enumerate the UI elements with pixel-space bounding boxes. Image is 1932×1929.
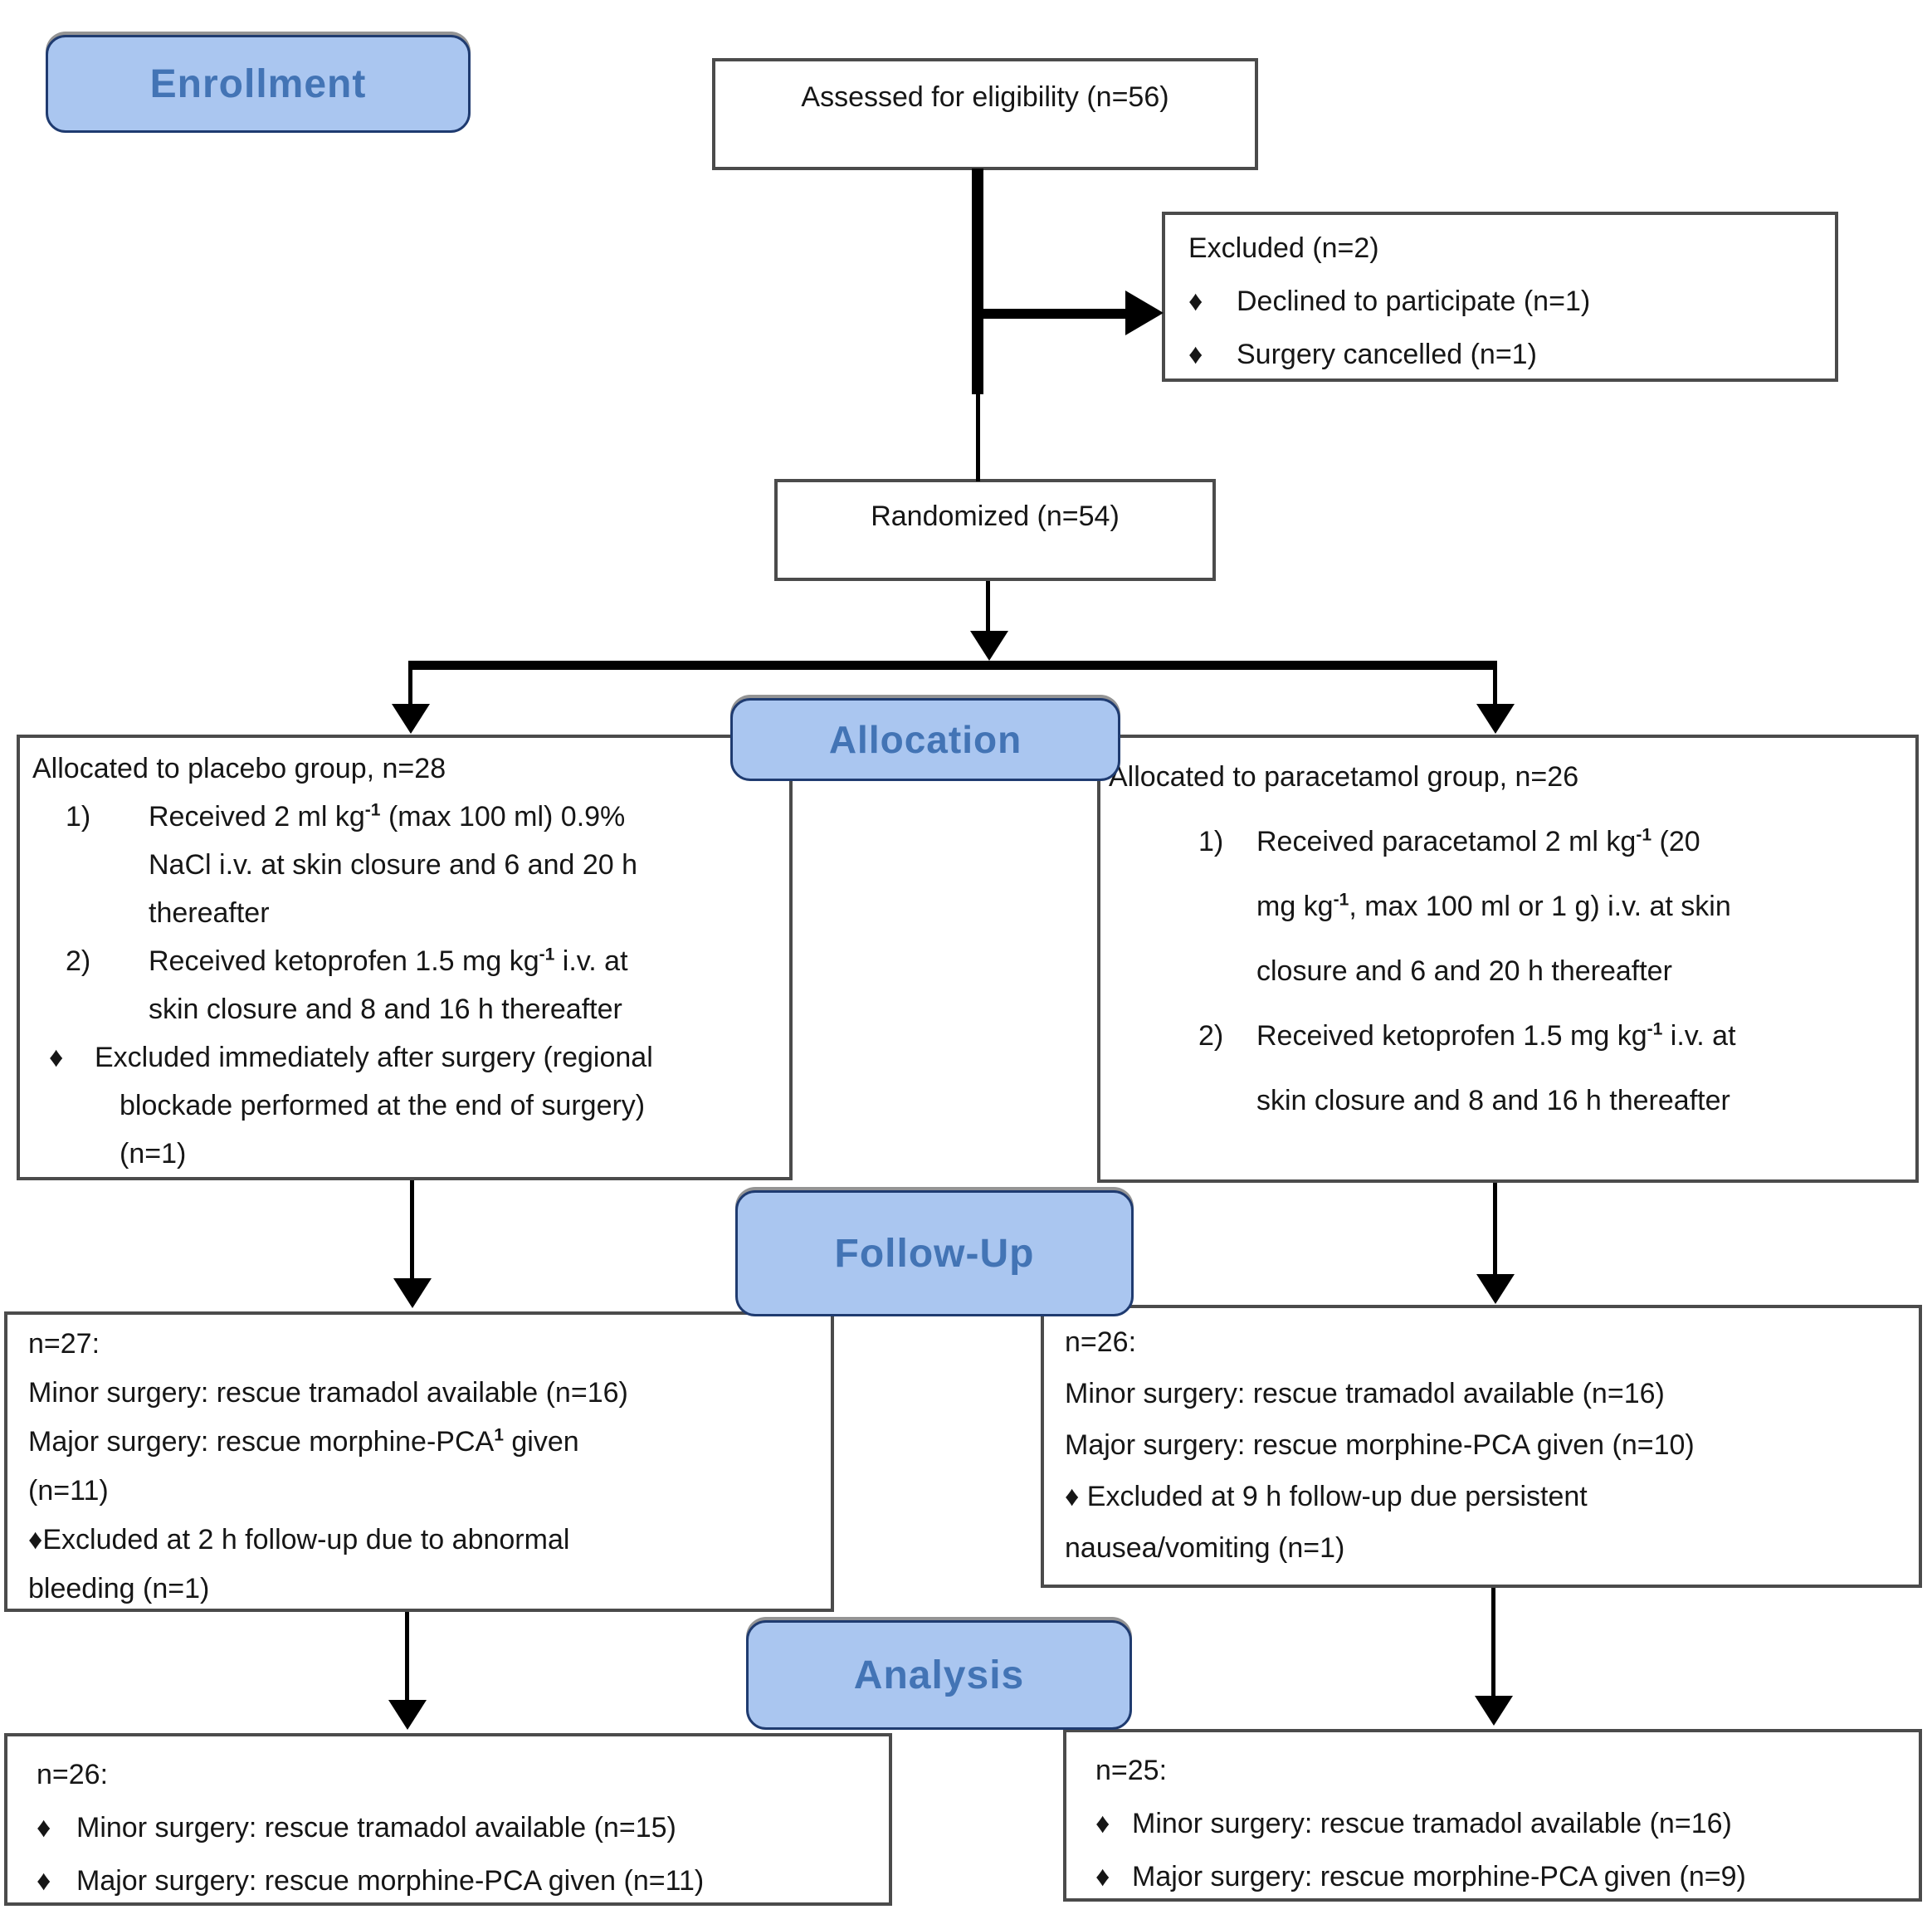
text-line: ♦Excluded at 2 h follow-up due to abnorm… xyxy=(28,1524,570,1555)
arrowhead-randomized-icon xyxy=(970,631,1008,661)
box-analysis-placebo: n=26: ♦Minor surgery: rescue tramadol ava… xyxy=(4,1733,892,1906)
stage-label-text: Analysis xyxy=(853,1653,1025,1697)
text-line: Major surgery: rescue morphine-PCA given… xyxy=(1065,1429,1695,1461)
box-excluded: Excluded (n=2) ♦Declined to participate (… xyxy=(1162,212,1838,382)
text-line: Excluded (n=2) xyxy=(1188,232,1379,264)
text-line: blockade performed at the end of surgery… xyxy=(120,1090,646,1121)
text-line: skin closure and 8 and 16 h thereafter xyxy=(149,994,622,1025)
arrowhead-analysis-left-icon xyxy=(388,1700,427,1730)
arrowhead-analysis-right-icon xyxy=(1475,1696,1513,1726)
line-randomized-down xyxy=(986,581,990,634)
text-line: n=26: xyxy=(1065,1326,1137,1358)
list-marker: ♦ xyxy=(37,1865,51,1897)
text-line: 2)Received ketoprofen 1.5 mg kg-1 i.v. a… xyxy=(1100,1004,1915,1068)
line-alloc-left-to-followup xyxy=(410,1180,414,1282)
text-line: nausea/vomiting (n=1) xyxy=(1065,1532,1345,1564)
box-assessed-eligibility: Assessed for eligibility (n=56) xyxy=(712,58,1258,170)
text-line: thereafter xyxy=(149,897,270,929)
line-randomization-split xyxy=(408,661,1497,670)
text-line: n=25: xyxy=(1095,1755,1168,1786)
randomized-text: Randomized (n=54) xyxy=(871,501,1120,532)
line-followup-right-to-analysis xyxy=(1491,1588,1495,1699)
text-line: n=27: xyxy=(28,1328,100,1360)
box-randomized: Randomized (n=54) xyxy=(774,479,1216,581)
stage-label-followup: Follow-Up xyxy=(735,1190,1134,1316)
list-marker: ♦ xyxy=(1188,339,1203,370)
text-line: ♦Surgery cancelled (n=1) xyxy=(1165,328,1835,381)
text-line: Major surgery: rescue morphine-PCA1 give… xyxy=(28,1425,579,1458)
line-split-right-drop xyxy=(1493,661,1497,707)
text-line: Minor surgery: rescue tramadol available… xyxy=(1065,1378,1665,1409)
text-line: Minor surgery: rescue tramadol available… xyxy=(28,1377,628,1409)
line-followup-left-to-analysis xyxy=(405,1612,409,1703)
text-line: 1)Received paracetamol 2 ml kg-1 (20 xyxy=(1100,809,1915,874)
text-line: NaCl i.v. at skin closure and 6 and 20 h xyxy=(149,849,638,881)
list-marker: 1) xyxy=(66,801,91,833)
arrowhead-followup-left-icon xyxy=(393,1278,432,1308)
text-line: ♦Minor surgery: rescue tramadol availabl… xyxy=(1066,1797,1919,1850)
text-line: Allocated to placebo group, n=28 xyxy=(32,753,446,784)
text-line: closure and 6 and 20 h thereafter xyxy=(1256,955,1672,987)
list-marker: 2) xyxy=(1198,1020,1224,1052)
text-line: ♦ Excluded at 9 h follow-up due persiste… xyxy=(1065,1481,1588,1512)
stage-label-text: Enrollment xyxy=(149,61,367,106)
text-line: ♦Major surgery: rescue morphine-PCA give… xyxy=(7,1854,889,1907)
text-line: ♦Minor surgery: rescue tramadol availabl… xyxy=(7,1801,889,1854)
text-line: 1)Received 2 ml kg-1 (max 100 ml) 0.9% xyxy=(20,793,789,841)
arrowhead-alloc-right-icon xyxy=(1476,704,1515,734)
text-line: ♦Major surgery: rescue morphine-PCA give… xyxy=(1066,1850,1919,1903)
text-line: skin closure and 8 and 16 h thereafter xyxy=(1256,1085,1730,1116)
text-line: (n=11) xyxy=(28,1475,109,1507)
text-line: 2)Received ketoprofen 1.5 mg kg-1 i.v. a… xyxy=(20,937,789,985)
box-allocation-paracetamol: Allocated to paracetamol group, n=26 1)Re… xyxy=(1097,735,1919,1183)
text-line: mg kg-1, max 100 ml or 1 g) i.v. at skin xyxy=(1256,890,1731,922)
text-line: (n=1) xyxy=(120,1138,187,1170)
list-marker: ♦ xyxy=(1188,286,1203,317)
list-marker: ♦ xyxy=(1095,1861,1110,1892)
list-marker: 1) xyxy=(1198,826,1224,857)
line-assessed-spine-thick xyxy=(972,168,983,394)
text-line: Allocated to paracetamol group, n=26 xyxy=(1109,761,1579,793)
stage-label-text: Follow-Up xyxy=(834,1231,1035,1276)
text-line: ♦Excluded immediately after surgery (reg… xyxy=(20,1033,789,1082)
box-analysis-paracetamol: n=25: ♦Minor surgery: rescue tramadol ava… xyxy=(1063,1729,1922,1902)
arrowhead-alloc-left-icon xyxy=(392,704,430,734)
text-line: ♦Declined to participate (n=1) xyxy=(1165,275,1835,328)
arrowhead-followup-right-icon xyxy=(1476,1274,1515,1304)
assessed-text: Assessed for eligibility (n=56) xyxy=(801,81,1169,113)
box-followup-placebo: n=27: Minor surgery: rescue tramadol avai… xyxy=(4,1311,834,1612)
list-marker: 2) xyxy=(66,945,91,977)
box-allocation-placebo: Allocated to placebo group, n=28 1)Receiv… xyxy=(17,735,793,1180)
list-marker: ♦ xyxy=(1095,1808,1110,1839)
list-marker: ♦ xyxy=(49,1042,64,1073)
line-alloc-right-to-followup xyxy=(1493,1183,1497,1277)
arrowhead-excluded-icon xyxy=(1125,291,1164,335)
list-marker: ♦ xyxy=(37,1812,51,1844)
line-assessed-to-randomized xyxy=(976,390,980,481)
stage-label-enrollment: Enrollment xyxy=(46,35,471,133)
box-followup-paracetamol: n=26: Minor surgery: rescue tramadol avai… xyxy=(1041,1305,1922,1588)
text-line: bleeding (n=1) xyxy=(28,1573,210,1604)
line-excluded-branch xyxy=(979,309,1127,319)
text-line: n=26: xyxy=(37,1759,109,1790)
line-split-left-drop xyxy=(408,661,412,707)
stage-label-text: Allocation xyxy=(828,718,1022,761)
stage-label-allocation: Allocation xyxy=(730,698,1120,781)
stage-label-analysis: Analysis xyxy=(746,1620,1132,1730)
